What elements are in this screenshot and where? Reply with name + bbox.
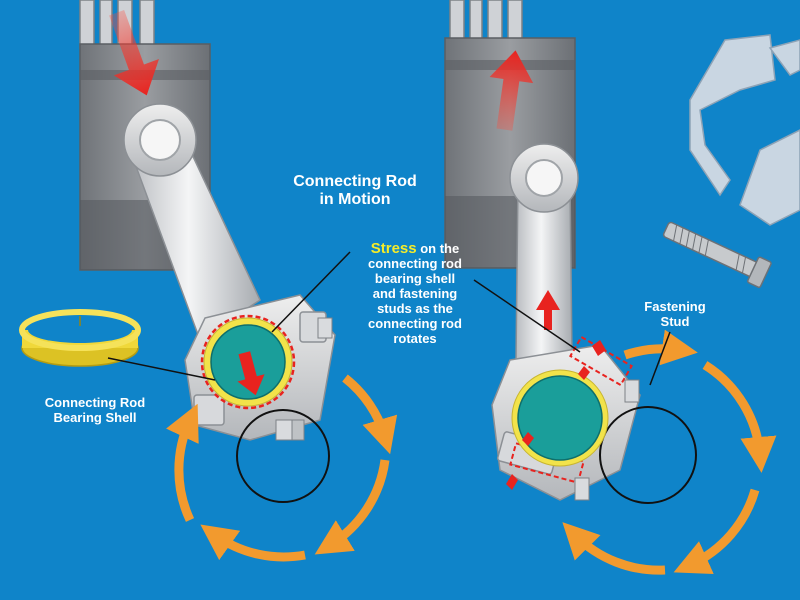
- right-piston-rod-top: [449, 0, 523, 41]
- fastening-stud-label: Fastening Stud: [625, 299, 725, 330]
- diagram-title: Connecting Rod in Motion: [255, 173, 455, 210]
- stress-leader-line-left: [271, 251, 351, 333]
- right-fastening-studs: [509, 335, 640, 501]
- stud-label-line-1: Fastening: [644, 299, 706, 314]
- fastening-stud-icon: [662, 221, 772, 289]
- right-assembly: [444, 0, 777, 575]
- left-downforce-arrow: [109, 9, 159, 96]
- stress-line-7: rotates: [393, 330, 437, 346]
- title-line-1: Connecting Rod: [293, 173, 417, 190]
- stress-line-6: connecting rod: [368, 316, 462, 331]
- stud-leader-line: [649, 331, 671, 386]
- stress-line-2: connecting rod: [368, 256, 462, 272]
- left-fastening-studs: [275, 317, 333, 441]
- stress-line-4: and fastening: [372, 286, 458, 302]
- bearing-label-line-2: Bearing Shell: [53, 409, 137, 425]
- left-rotation-arrows: [166, 374, 398, 562]
- right-stud-stress-arrows: [506, 340, 606, 490]
- title-line-2: in Motion: [319, 191, 391, 209]
- right-upforce-arrow: [489, 50, 534, 131]
- right-rod-up-arrow: [536, 290, 560, 330]
- stress-line-5: studs as the: [377, 301, 453, 317]
- rod-cap-exploded-icon: [689, 34, 800, 226]
- right-crank-path: [599, 406, 697, 504]
- left-stress-ring: [200, 314, 296, 410]
- stress-line-1-rest: on the: [416, 241, 460, 256]
- right-crank-journal: [517, 375, 603, 461]
- left-crank-path: [236, 409, 330, 503]
- bearing-shell-icon: [19, 309, 141, 367]
- left-assembly: [19, 0, 398, 562]
- stress-line-3: bearing shell: [374, 271, 456, 287]
- right-rotation-arrows: [562, 329, 777, 575]
- stress-callout: Stress on the connecting rod bearing she…: [340, 240, 490, 347]
- left-journal-force-arrow: [237, 351, 265, 396]
- bearing-shell-label: Connecting Rod Bearing Shell: [20, 395, 170, 426]
- bearing-label-line-1: Connecting Rod: [44, 395, 146, 410]
- stress-leader-line-right: [473, 279, 581, 353]
- stress-highlight: Stress: [370, 240, 417, 257]
- stud-label-line-2: Stud: [660, 313, 690, 329]
- bearing-leader-line: [107, 357, 216, 381]
